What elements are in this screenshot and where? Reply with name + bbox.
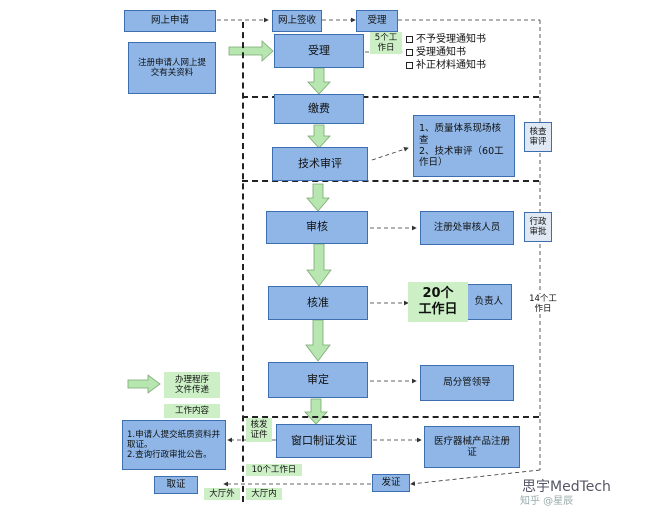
hall-outside-label: 大厅外 <box>204 488 240 500</box>
notice-list: 不予受理通知书 受理通知书 补正材料通知书 <box>406 33 486 72</box>
window-issue-box: 窗口制证发证 <box>276 424 372 458</box>
zhihu-label: 知乎 @星辰 <box>520 496 574 507</box>
online-sign-box: 网上签收 <box>272 10 322 32</box>
hall-inside-label: 大厅内 <box>246 488 282 500</box>
legend-process-label: 办理程序 文件传递 <box>164 372 220 398</box>
send-cert-box: 发证 <box>372 474 410 492</box>
decide-box: 审定 <box>268 362 368 398</box>
quality-check-box: 1、质量体系现场核查 2、技术审评（60工作日） <box>413 115 515 177</box>
notice-supplement: 补正材料通知书 <box>406 59 486 72</box>
brand-watermark: 思宇MedTech <box>522 476 611 496</box>
work-content-label: 工作内容 <box>164 404 220 418</box>
checkbox-icon <box>406 36 413 43</box>
bureau-leader-box: 局分管领导 <box>420 365 514 401</box>
notice-accepted: 受理通知书 <box>406 46 486 59</box>
registration-reviewer-box: 注册处审核人员 <box>420 211 514 245</box>
divider-row-3 <box>242 416 539 418</box>
device-cert-box: 医疗器械产品注册证 <box>424 426 520 468</box>
online-apply-box: 网上申请 <box>124 10 216 32</box>
checkbox-icon <box>406 62 413 69</box>
ten-days-label: 10个工作日 <box>246 464 302 476</box>
divider-vertical-main <box>242 22 244 502</box>
verify-cert-label: 核发 证件 <box>246 418 272 442</box>
pay-box: 缴费 <box>274 94 364 124</box>
accept-small-box: 受理 <box>356 10 398 32</box>
divider-row-1 <box>242 96 539 98</box>
approve-box: 核准 <box>268 286 368 320</box>
verify-review-label: 核查 审评 <box>524 122 552 152</box>
notice-reject: 不予受理通知书 <box>406 33 486 46</box>
review-box: 审核 <box>266 211 368 244</box>
accept-box: 受理 <box>274 34 364 68</box>
applicant-submit-box: 注册申请人网上提交有关资料 <box>128 42 216 94</box>
brand-label: 思宇MedTech <box>522 479 611 495</box>
checkbox-icon <box>406 49 413 56</box>
fourteen-days-label: 14个工 作日 <box>526 294 560 315</box>
divider-row-2 <box>242 180 539 182</box>
admin-approve-label: 行政 审批 <box>524 212 552 242</box>
leader-label: 负责人 <box>474 296 503 308</box>
notice-label: 补正材料通知书 <box>416 60 486 71</box>
twenty-days-label: 20个 工作日 <box>408 282 468 322</box>
notice-label: 不予受理通知书 <box>416 34 486 45</box>
five-days-label: 5个工 作日 <box>370 32 402 54</box>
paper-docs-box: 1.申请人提交纸质资料并取证。 2.查询行政审批公告。 <box>122 420 226 470</box>
take-cert-box: 取证 <box>154 476 198 494</box>
zhihu-watermark: 知乎 @星辰 <box>520 492 573 507</box>
tech-review-box: 技术审评 <box>272 147 368 181</box>
notice-label: 受理通知书 <box>416 47 466 58</box>
